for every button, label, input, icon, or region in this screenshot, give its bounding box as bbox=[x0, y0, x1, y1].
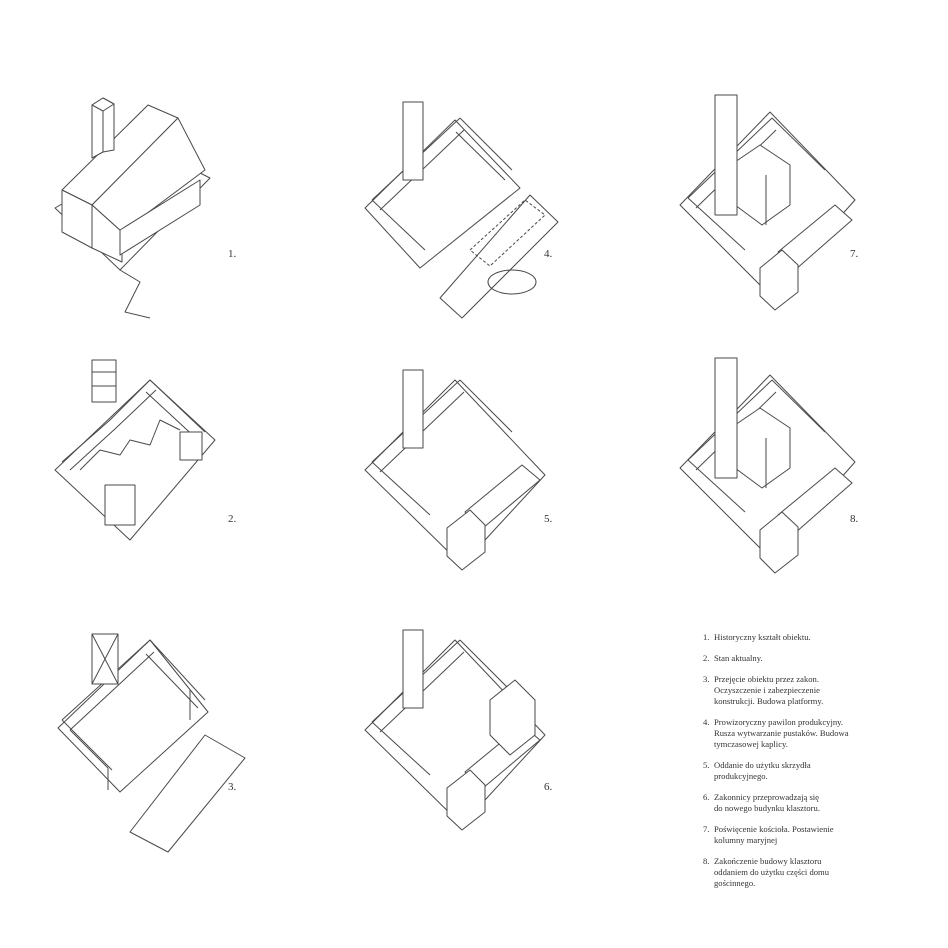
panel-6-frame-right bbox=[459, 639, 513, 693]
panel-5-production-wing bbox=[364, 369, 546, 571]
legend-item-number: 8. bbox=[703, 856, 710, 866]
legend-item-number: 5. bbox=[703, 760, 710, 770]
panel-6-frame-base bbox=[371, 721, 431, 776]
panel-4-pavilion-outline bbox=[469, 199, 546, 267]
panel-2-frame-right bbox=[149, 379, 206, 433]
panel-6-monastery bbox=[364, 629, 546, 831]
panel-2-frame-left-inner bbox=[69, 389, 157, 471]
panel-5-frame-right bbox=[459, 379, 513, 433]
legend-item-text: Przejęcie obiektu przez zakon. Oczyszcze… bbox=[714, 674, 824, 706]
legend-item: 1. Historyczny kształt obiektu. bbox=[703, 632, 903, 643]
panel-7-frame-base bbox=[687, 197, 746, 251]
panel-4-frame-right-inner bbox=[455, 131, 506, 181]
legend-item: 5. Oddanie do użytku skrzydła produkcyjn… bbox=[703, 760, 903, 782]
panel-7-block bbox=[759, 249, 799, 311]
panel-1-historic-building bbox=[54, 97, 211, 319]
legend-item-number: 1. bbox=[703, 632, 710, 642]
panel-4-frame-right bbox=[459, 117, 513, 171]
panel-2-block-left bbox=[104, 484, 136, 526]
panel-3-frame-right-inner bbox=[145, 653, 199, 709]
panel-7-church bbox=[679, 94, 856, 311]
panel-4-pavilion bbox=[364, 101, 559, 319]
panel-5-frame-base bbox=[371, 461, 431, 516]
legend-item: 7. Poświęcenie kościoła. Postawienie kol… bbox=[703, 824, 903, 846]
panel-3-frame-base-inner bbox=[69, 729, 109, 769]
legend-item-text: Oddanie do użytku skrzydła produkcyjnego… bbox=[714, 760, 811, 781]
panel-4-machine bbox=[487, 269, 537, 295]
panel-3-platform-slab bbox=[129, 734, 246, 853]
panel-4-chimney bbox=[402, 101, 424, 181]
legend-item-number: 6. bbox=[703, 792, 710, 802]
panel-8-frame-right bbox=[771, 379, 826, 433]
panel-6-chimney bbox=[402, 629, 424, 709]
legend: 1. Historyczny kształt obiektu. 2. Stan … bbox=[703, 632, 903, 899]
stage-number-1: 1. bbox=[228, 248, 237, 260]
legend-item: 4. Prowizoryczny pawilon produkcyjny. Ru… bbox=[703, 717, 903, 750]
stage-number-5: 5. bbox=[544, 513, 553, 525]
legend-item-text: Zakonnicy przeprowadzają się do nowego b… bbox=[714, 792, 820, 813]
legend-item: 6. Zakonnicy przeprowadzają się do noweg… bbox=[703, 792, 903, 814]
legend-item-number: 4. bbox=[703, 717, 710, 727]
panel-7-tower bbox=[714, 94, 738, 216]
legend-item-text: Historyczny kształt obiektu. bbox=[714, 632, 811, 642]
panel-2-tower bbox=[91, 359, 117, 403]
panel-5-block bbox=[446, 509, 486, 571]
stage-number-3: 3. bbox=[228, 781, 237, 793]
panel-7-frame-right bbox=[771, 117, 826, 171]
panel-3-frame-left-inner bbox=[69, 651, 155, 731]
legend-item-number: 3. bbox=[703, 674, 710, 684]
stage-number-7: 7. bbox=[850, 248, 859, 260]
legend-item-text: Prowizoryczny pawilon produkcyjny. Rusza… bbox=[714, 717, 849, 749]
stage-number-6: 6. bbox=[544, 781, 553, 793]
stage-number-4: 4. bbox=[544, 248, 553, 260]
panel-2-rubble-edge bbox=[79, 419, 181, 471]
panel-4-yard bbox=[439, 194, 559, 319]
panel-2-block-right bbox=[179, 431, 203, 461]
panel-3-platform bbox=[57, 633, 246, 853]
legend-item-number: 7. bbox=[703, 824, 710, 834]
panel-1-path bbox=[119, 269, 151, 319]
panel-1-chimney-top bbox=[91, 97, 115, 112]
panel-3-frame-right bbox=[149, 639, 206, 701]
panel-8-block bbox=[759, 511, 799, 574]
legend-item-number: 2. bbox=[703, 653, 710, 663]
panel-2-current-state bbox=[54, 359, 216, 541]
panel-6-block bbox=[446, 769, 486, 831]
legend-item: 3. Przejęcie obiektu przez zakon. Oczysz… bbox=[703, 674, 903, 707]
legend-item-text: Poświęcenie kościoła. Postawienie kolumn… bbox=[714, 824, 834, 845]
stage-number-2: 2. bbox=[228, 513, 237, 525]
panel-8-complete bbox=[679, 357, 856, 574]
panel-1-annex bbox=[119, 179, 201, 256]
panel-3-frame-base bbox=[61, 719, 113, 771]
panel-4-frame-base bbox=[371, 199, 426, 251]
legend-item: 2. Stan aktualny. bbox=[703, 653, 903, 664]
panel-8-frame-base bbox=[687, 459, 746, 513]
panel-3-tower-brace-b bbox=[91, 633, 119, 685]
panel-2-frame-left bbox=[61, 379, 151, 463]
legend-item-text: Zakończenie budowy klasztoru oddaniem do… bbox=[714, 856, 830, 888]
legend-item: 8. Zakończenie budowy klasztoru oddaniem… bbox=[703, 856, 903, 889]
legend-item-text: Stan aktualny. bbox=[714, 653, 763, 663]
panel-1-wall-side bbox=[91, 204, 123, 263]
panel-8-tower bbox=[714, 357, 738, 479]
panel-5-chimney bbox=[402, 369, 424, 449]
panel-6-monastery-block bbox=[489, 679, 536, 756]
stage-number-8: 8. bbox=[850, 513, 859, 525]
